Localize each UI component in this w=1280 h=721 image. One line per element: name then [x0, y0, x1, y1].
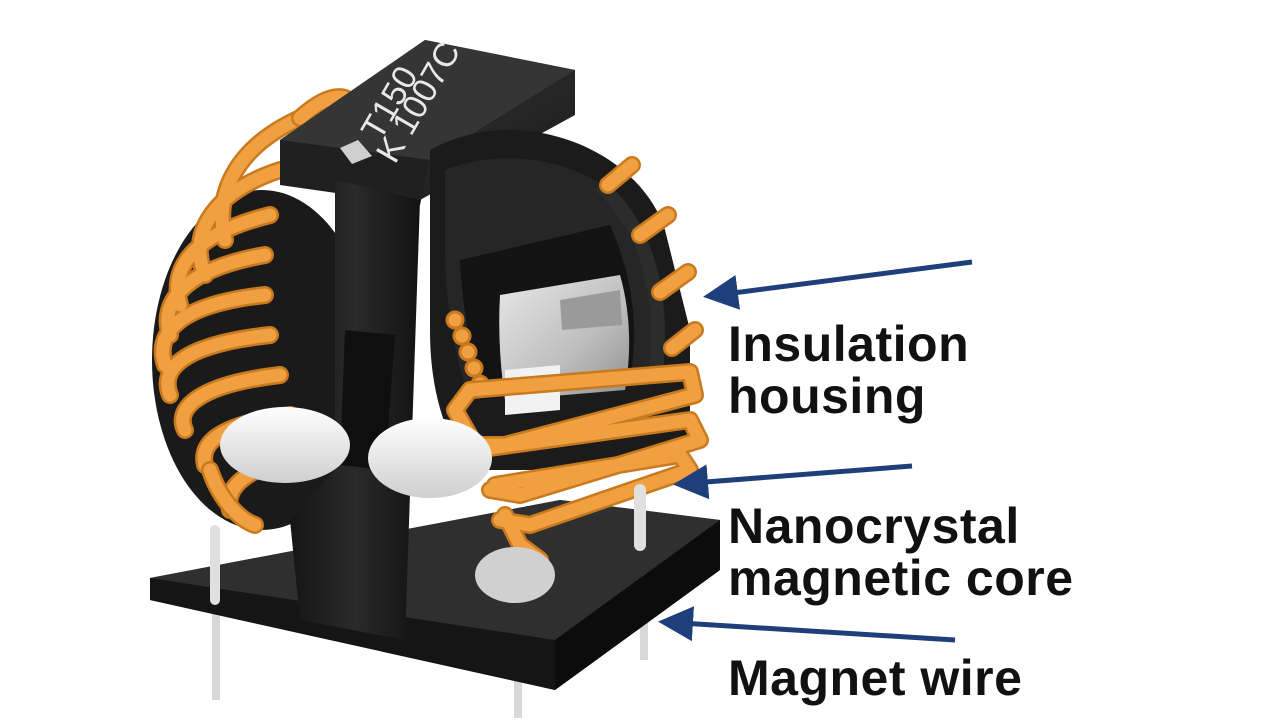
- marking-logo: [340, 140, 372, 164]
- label-magnet-wire: Magnet wire: [728, 652, 1022, 704]
- arrow-insulation: [703, 259, 973, 310]
- label-insulation-line-2: housing: [728, 368, 926, 424]
- callout-arrows: [658, 259, 973, 643]
- base-plate: [150, 500, 720, 690]
- insulating-pads: [220, 407, 555, 603]
- left-windings: [153, 109, 309, 519]
- label-insulation-line-1: Insulation: [728, 316, 970, 372]
- label-core-line-2: magnetic core: [728, 550, 1074, 606]
- lead-wire: [201, 461, 646, 605]
- arrow-wire: [658, 606, 956, 643]
- label-insulation-housing: Insulation housing: [728, 318, 969, 422]
- arrow-core: [673, 463, 913, 500]
- label-core-line-1: Nanocrystal: [728, 498, 1020, 554]
- wire-ends: [599, 156, 704, 357]
- label-magnetic-core: Nanocrystal magnetic core: [728, 500, 1074, 604]
- label-wire-line-1: Magnet wire: [728, 650, 1023, 706]
